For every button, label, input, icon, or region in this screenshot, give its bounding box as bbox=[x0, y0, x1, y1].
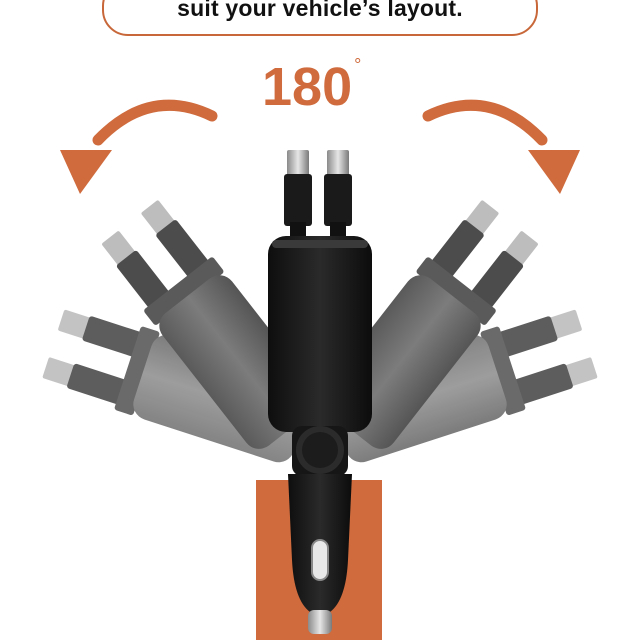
caption-banner: suit your vehicle’s layout. bbox=[102, 0, 538, 36]
rotation-angle-label: 180 ° bbox=[262, 56, 361, 117]
main-charger bbox=[268, 150, 372, 634]
rotation-angle-value: 180 bbox=[262, 57, 353, 117]
curved-arrow-right-icon bbox=[422, 99, 580, 194]
rotation-angle-unit: ° bbox=[354, 55, 362, 75]
curved-arrow-left-icon bbox=[60, 99, 218, 194]
caption-text: suit your vehicle’s layout. bbox=[177, 0, 463, 21]
